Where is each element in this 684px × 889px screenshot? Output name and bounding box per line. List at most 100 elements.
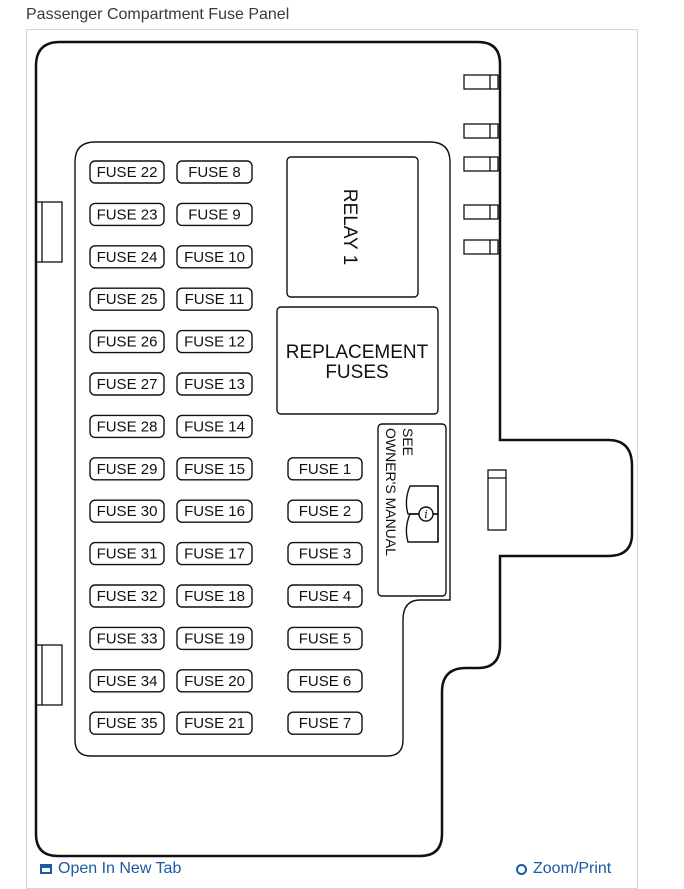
replacement-fuses-line1: REPLACEMENT: [286, 342, 429, 363]
fuse-outline: [176, 329, 253, 354]
fuse-label: FUSE 5: [299, 630, 352, 647]
fuse-slot: FUSE 12: [176, 329, 253, 354]
see-label: SEE: [400, 428, 416, 456]
relay-label: RELAY 1: [339, 189, 360, 265]
fuse-label: FUSE 30: [97, 503, 158, 520]
fuse-label: FUSE 6: [299, 673, 352, 690]
zoom-icon: [516, 863, 527, 875]
fuse-slot: FUSE 19: [176, 626, 253, 651]
book-icon: i: [405, 485, 439, 543]
fuse-label: FUSE 21: [184, 715, 245, 732]
fuse-outline: [89, 626, 165, 651]
fuse-label: FUSE 13: [184, 376, 245, 393]
fuse-layer: FUSE 22 FUSE 23 FUSE 24 FUSE 25 FUSE 26 FUSE …: [89, 160, 363, 735]
fuse-outline: [176, 499, 253, 523]
fuse-label: FUSE 10: [184, 249, 245, 266]
open-in-new-tab-link[interactable]: Open In New Tab: [40, 860, 181, 878]
fuse-slot: FUSE 21: [176, 711, 253, 735]
fuse-label: FUSE 24: [97, 249, 158, 266]
left-clips: [35, 201, 63, 706]
fuse-label: FUSE 1: [299, 461, 352, 478]
fuse-slot: FUSE 9: [176, 202, 253, 227]
new-tab-icon: [40, 864, 52, 874]
fuse-outline: [176, 202, 253, 227]
fuse-slot: FUSE 26: [89, 329, 165, 354]
fuse-label: FUSE 34: [97, 673, 158, 690]
fuse-outline: [89, 457, 165, 481]
fuse-outline: [287, 541, 363, 566]
fuse-slot: FUSE 11: [176, 287, 253, 311]
fuse-label: FUSE 33: [97, 630, 158, 647]
fuse-slot: FUSE 4: [287, 584, 363, 608]
fuse-outline: [89, 245, 165, 269]
fuse-outline: [89, 499, 165, 523]
fuse-outline: [287, 626, 363, 651]
fuse-slot: FUSE 13: [176, 372, 253, 396]
relay-box: [286, 156, 419, 298]
fuse-label: FUSE 3: [299, 546, 352, 563]
fuse-slot: FUSE 16: [176, 499, 253, 523]
fuse-label: FUSE 11: [185, 291, 245, 308]
fuse-outline: [176, 457, 253, 481]
fuse-label: FUSE 19: [184, 630, 245, 647]
fuse-label: FUSE 17: [184, 546, 245, 563]
fuse-outline: [89, 160, 165, 184]
fuse-label: FUSE 9: [188, 206, 241, 223]
fuse-slot: FUSE 32: [89, 584, 165, 608]
fuse-slot: FUSE 24: [89, 245, 165, 269]
fuse-label: FUSE 35: [97, 715, 158, 732]
fuse-outline: [89, 584, 165, 608]
fuse-outline: [287, 584, 363, 608]
fuse-outline: [89, 202, 165, 227]
fuse-slot: FUSE 6: [287, 669, 363, 693]
fuse-slot: FUSE 31: [89, 541, 165, 566]
fuse-label: FUSE 32: [97, 588, 158, 605]
fuse-label: FUSE 4: [299, 588, 352, 605]
fuse-slot: FUSE 2: [287, 499, 363, 523]
fuse-slot: FUSE 28: [89, 414, 165, 439]
fuse-outline: [176, 414, 253, 439]
fuse-slot: FUSE 22: [89, 160, 165, 184]
fuse-label: FUSE 18: [184, 588, 245, 605]
fuse-outline: [89, 414, 165, 439]
fuse-slot: FUSE 29: [89, 457, 165, 481]
side-tabs: [463, 74, 499, 255]
page-title: Passenger Compartment Fuse Panel: [26, 6, 290, 23]
fuse-label: FUSE 20: [184, 673, 245, 690]
fuse-outline: [176, 287, 253, 311]
fuse-slot: FUSE 18: [176, 584, 253, 608]
fuse-label: FUSE 27: [97, 376, 158, 393]
fuse-outline: [176, 372, 253, 396]
owners-manual-box: [377, 423, 447, 597]
fuse-outline: [89, 541, 165, 566]
open-in-new-tab-label: Open In New Tab: [58, 860, 182, 877]
fuse-slot: FUSE 5: [287, 626, 363, 651]
fuse-outline: [287, 457, 363, 481]
fuse-slot: FUSE 15: [176, 457, 253, 481]
fuse-slot: FUSE 25: [89, 287, 165, 311]
fuse-slot: FUSE 3: [287, 541, 363, 566]
fuse-label: FUSE 26: [97, 334, 158, 351]
fuse-label: FUSE 12: [184, 334, 245, 351]
fuse-slot: FUSE 34: [89, 669, 165, 693]
fuse-label: FUSE 15: [184, 461, 245, 478]
owners-manual-label: OWNER'S MANUAL: [383, 428, 399, 556]
zoom-print-link[interactable]: Zoom/Print: [516, 860, 611, 878]
fuse-outline: [176, 541, 253, 566]
fuse-outline: [287, 499, 363, 523]
fuse-label: FUSE 2: [299, 503, 352, 520]
fuse-label: FUSE 29: [97, 461, 158, 478]
fuse-label: FUSE 16: [184, 503, 245, 520]
fuse-slot: FUSE 35: [89, 711, 165, 735]
fuse-slot: FUSE 23: [89, 202, 165, 227]
fuse-outline: [176, 711, 253, 735]
fuse-outline: [89, 287, 165, 311]
fuse-outline: [176, 245, 253, 269]
fuse-outline: [89, 669, 165, 693]
fuse-label: FUSE 8: [188, 164, 241, 181]
fuse-slot: FUSE 20: [176, 669, 253, 693]
fuse-slot: FUSE 14: [176, 414, 253, 439]
fuse-outline: [89, 711, 165, 735]
fuse-outline: [176, 626, 253, 651]
